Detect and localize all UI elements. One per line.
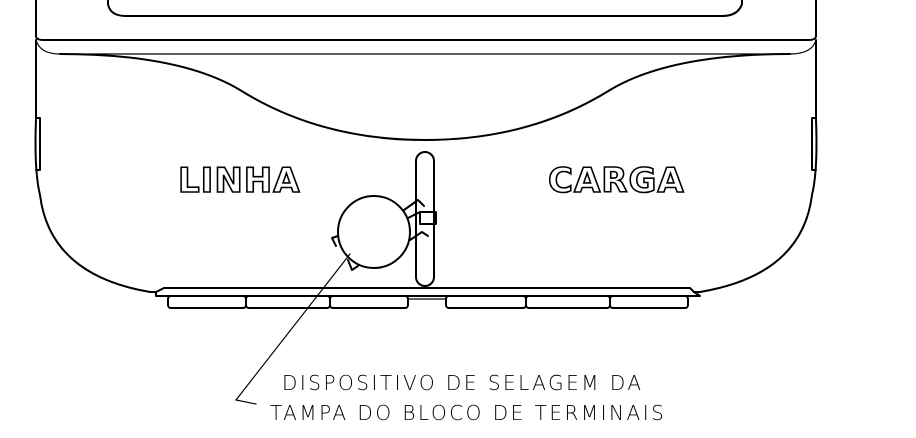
label-carga: CARGA — [548, 161, 685, 201]
sealing-slot — [415, 151, 435, 287]
sealing-device — [331, 195, 437, 271]
terminal-tabs — [155, 287, 701, 309]
callout-line-2: TAMPA DO BLOCO DE TERMINAIS — [270, 401, 666, 425]
top-window — [35, 0, 817, 41]
label-linha: LINHA — [178, 161, 301, 201]
leader-line — [234, 253, 351, 405]
meter-body — [34, 39, 818, 293]
callout-line-1: DISPOSITIVO DE SELAGEM DA — [282, 371, 644, 395]
